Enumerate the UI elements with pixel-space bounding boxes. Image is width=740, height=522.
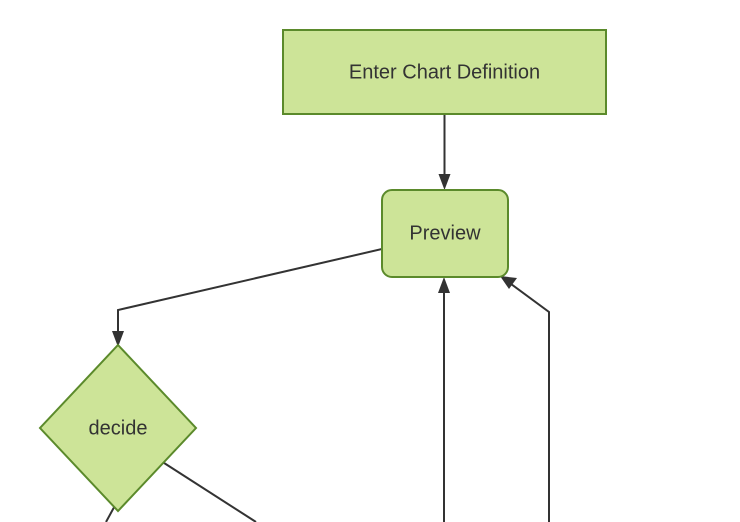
edge-return-right-to-preview	[500, 276, 550, 522]
edge-preview-to-decide	[112, 248, 383, 347]
node-preview[interactable]: Preview	[381, 189, 509, 278]
node-enter-chart-definition[interactable]: Enter Chart Definition	[282, 29, 607, 115]
edge-enter-to-preview	[438, 114, 451, 190]
edge-decide-right-outgoing-line	[160, 460, 257, 522]
node-enter-chart-definition-shape[interactable]	[282, 29, 607, 115]
edge-return-center-to-preview-arrowhead	[438, 277, 450, 293]
node-preview-label: Preview	[409, 222, 481, 244]
edge-return-right-to-preview-line	[506, 280, 550, 522]
node-enter-chart-definition-label: Enter Chart Definition	[349, 61, 540, 83]
node-decide-shape[interactable]	[38, 343, 198, 513]
edge-preview-to-decide-arrowhead	[112, 331, 124, 347]
edge-preview-to-decide-line	[117, 248, 383, 339]
edge-enter-to-preview-arrowhead	[438, 174, 451, 190]
node-decide[interactable]: decide	[38, 343, 198, 513]
edge-decide-right-outgoing	[160, 460, 257, 522]
node-decide-label: decide	[89, 417, 148, 439]
edge-return-right-to-preview-arrowhead	[500, 276, 517, 289]
node-preview-shape[interactable]	[381, 189, 509, 278]
edge-return-center-to-preview	[438, 277, 450, 522]
